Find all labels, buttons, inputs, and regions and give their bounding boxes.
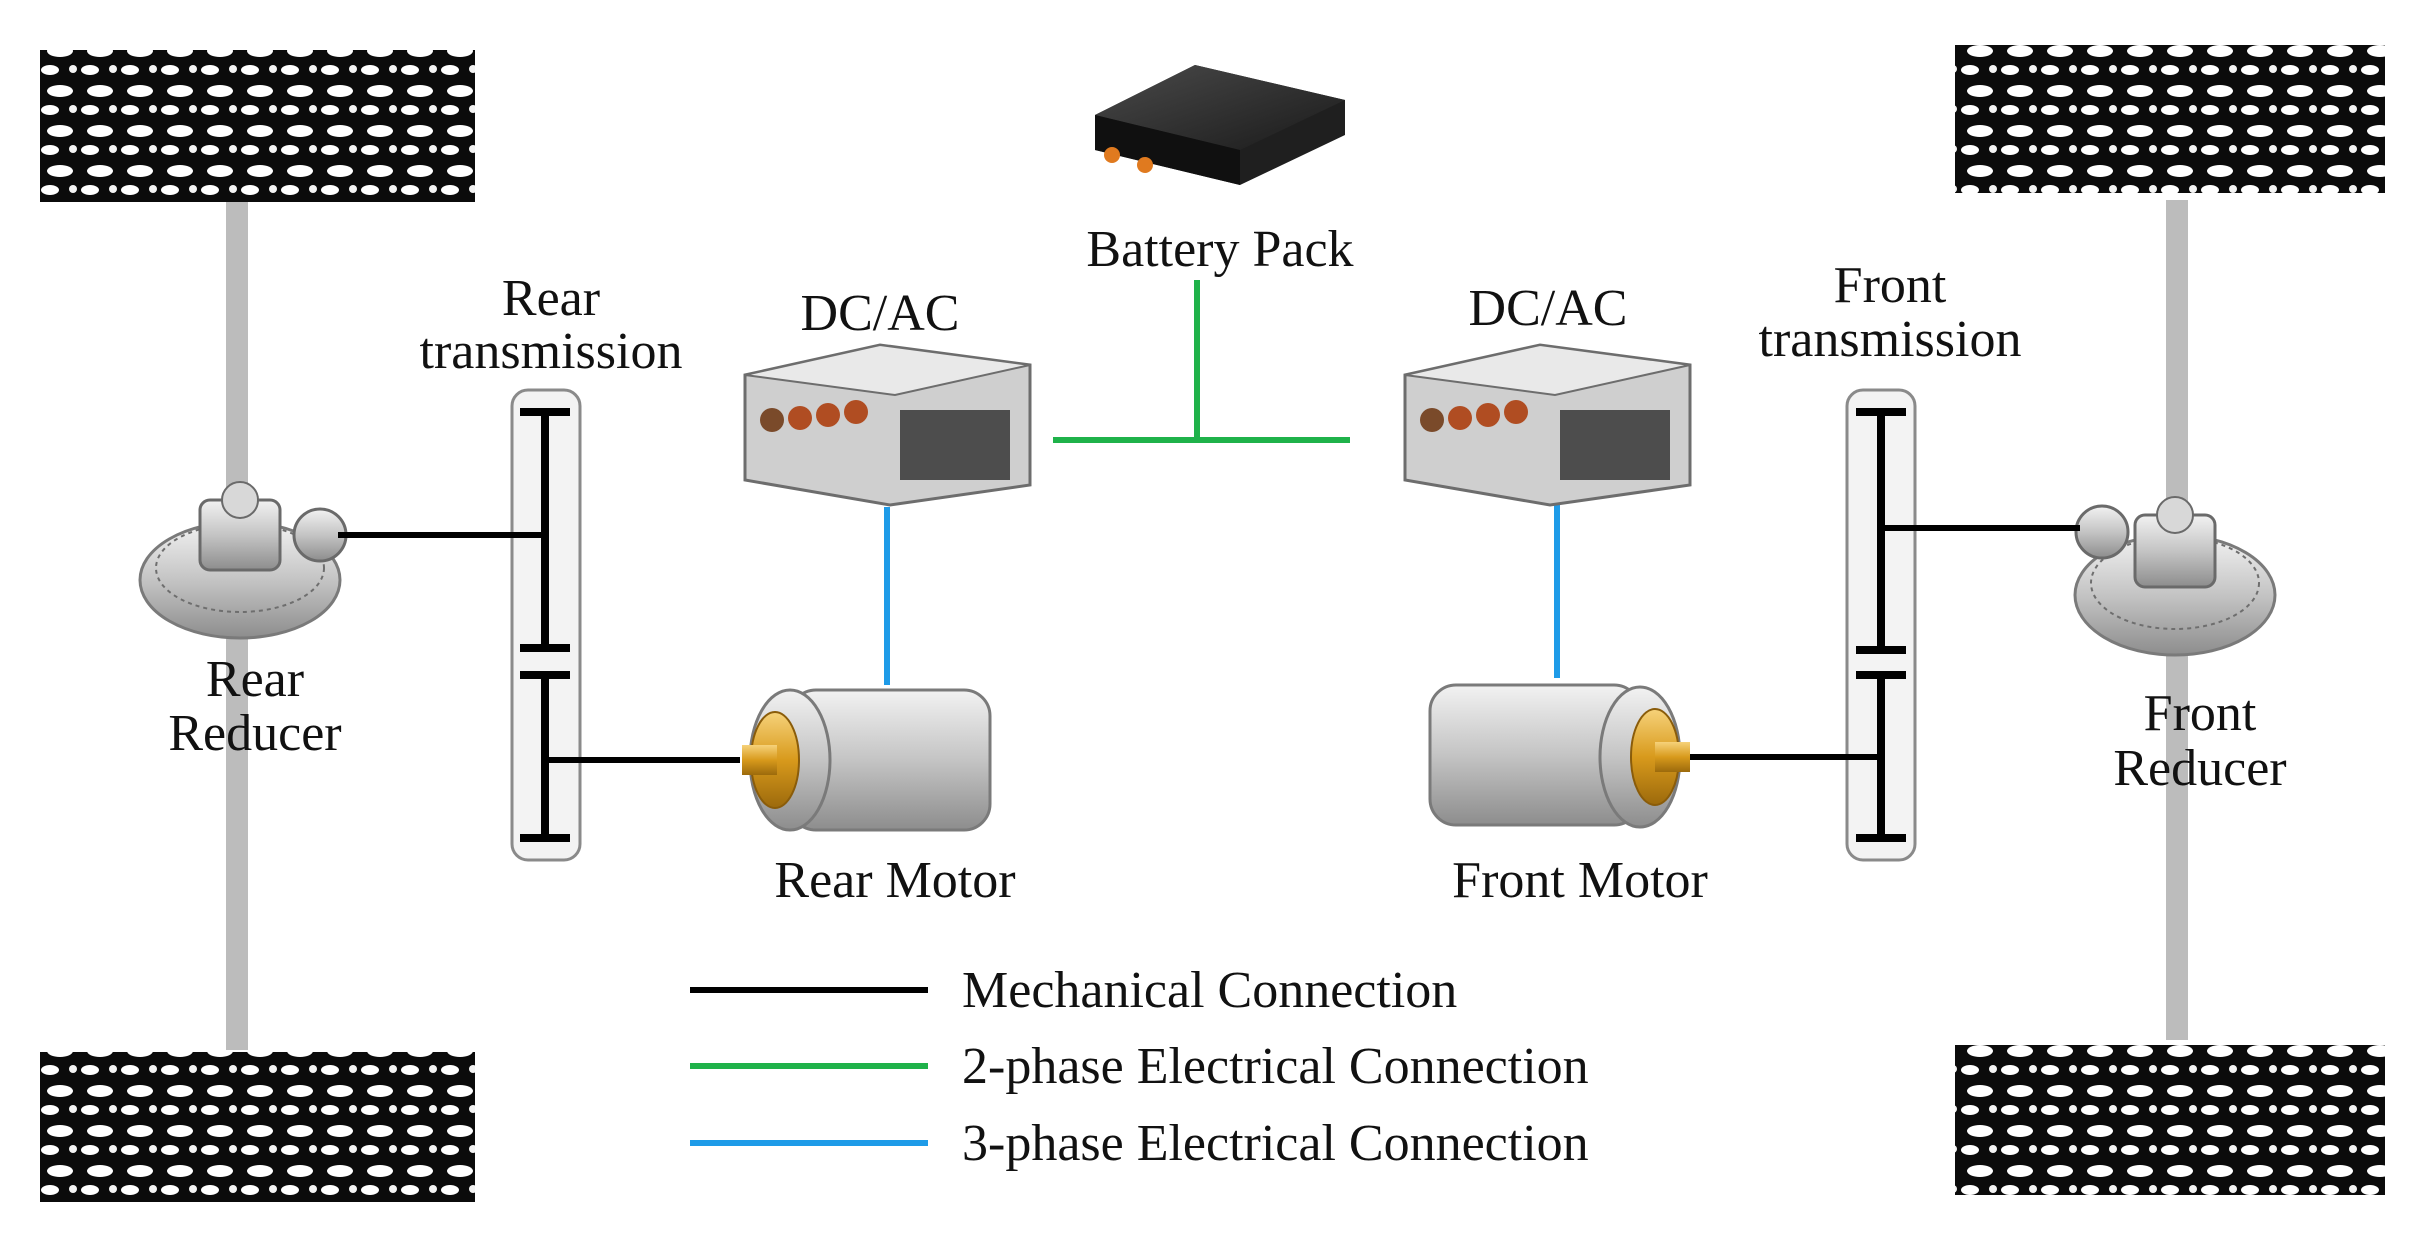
- three-phase-links: [884, 503, 1560, 685]
- rear-transmission-label-line2: transmission: [420, 323, 683, 380]
- front-dcac-label: DC/AC: [1469, 280, 1628, 337]
- rear-reducer-label-line2: Reducer: [168, 705, 341, 762]
- front-motor-image: [1428, 683, 1690, 829]
- front-reducer-image: [2073, 496, 2277, 657]
- tire-front-bottom: [1955, 1045, 2385, 1195]
- legend-label-two-phase: 2-phase Electrical Connection: [962, 1038, 1589, 1095]
- front-transmission-label-line1: Front: [1834, 257, 1947, 314]
- rear-motor-image: [742, 688, 992, 832]
- rear-dcac-label: DC/AC: [801, 285, 960, 342]
- rear-inverter-image: [735, 335, 1035, 507]
- legend-item-three-phase: 3-phase Electrical Connection: [690, 1115, 1589, 1172]
- rear-motor-label: Rear Motor: [774, 852, 1015, 909]
- legend-label-three-phase: 3-phase Electrical Connection: [962, 1115, 1589, 1172]
- legend: Mechanical Connection 2-phase Electrical…: [690, 962, 1589, 1172]
- legend-item-mechanical: Mechanical Connection: [690, 962, 1457, 1019]
- legend-label-mechanical: Mechanical Connection: [962, 962, 1457, 1019]
- tire-rear-bottom: [40, 1052, 475, 1202]
- tire-front-top: [1955, 45, 2385, 193]
- front-motor-label: Front Motor: [1452, 852, 1708, 909]
- front-reducer-label-line1: Front: [2144, 685, 2257, 742]
- rear-reducer-label-line1: Rear: [206, 651, 304, 708]
- front-reducer-label-line2: Reducer: [2113, 740, 2286, 797]
- two-phase-links: [1053, 280, 1350, 443]
- front-transmission-label-line2: transmission: [1759, 311, 2022, 368]
- mechanical-links: [338, 525, 2080, 763]
- battery-pack-label: Battery Pack: [1086, 221, 1353, 278]
- rear-reducer-image: [138, 481, 348, 640]
- tire-rear-top: [40, 50, 475, 202]
- battery-pack-image: [1095, 65, 1345, 185]
- front-transmission-box: [1845, 388, 1917, 862]
- legend-item-two-phase: 2-phase Electrical Connection: [690, 1038, 1589, 1095]
- front-inverter-image: [1395, 335, 1695, 507]
- rear-transmission-box: [510, 388, 582, 862]
- rear-transmission-label-line1: Rear: [502, 270, 600, 327]
